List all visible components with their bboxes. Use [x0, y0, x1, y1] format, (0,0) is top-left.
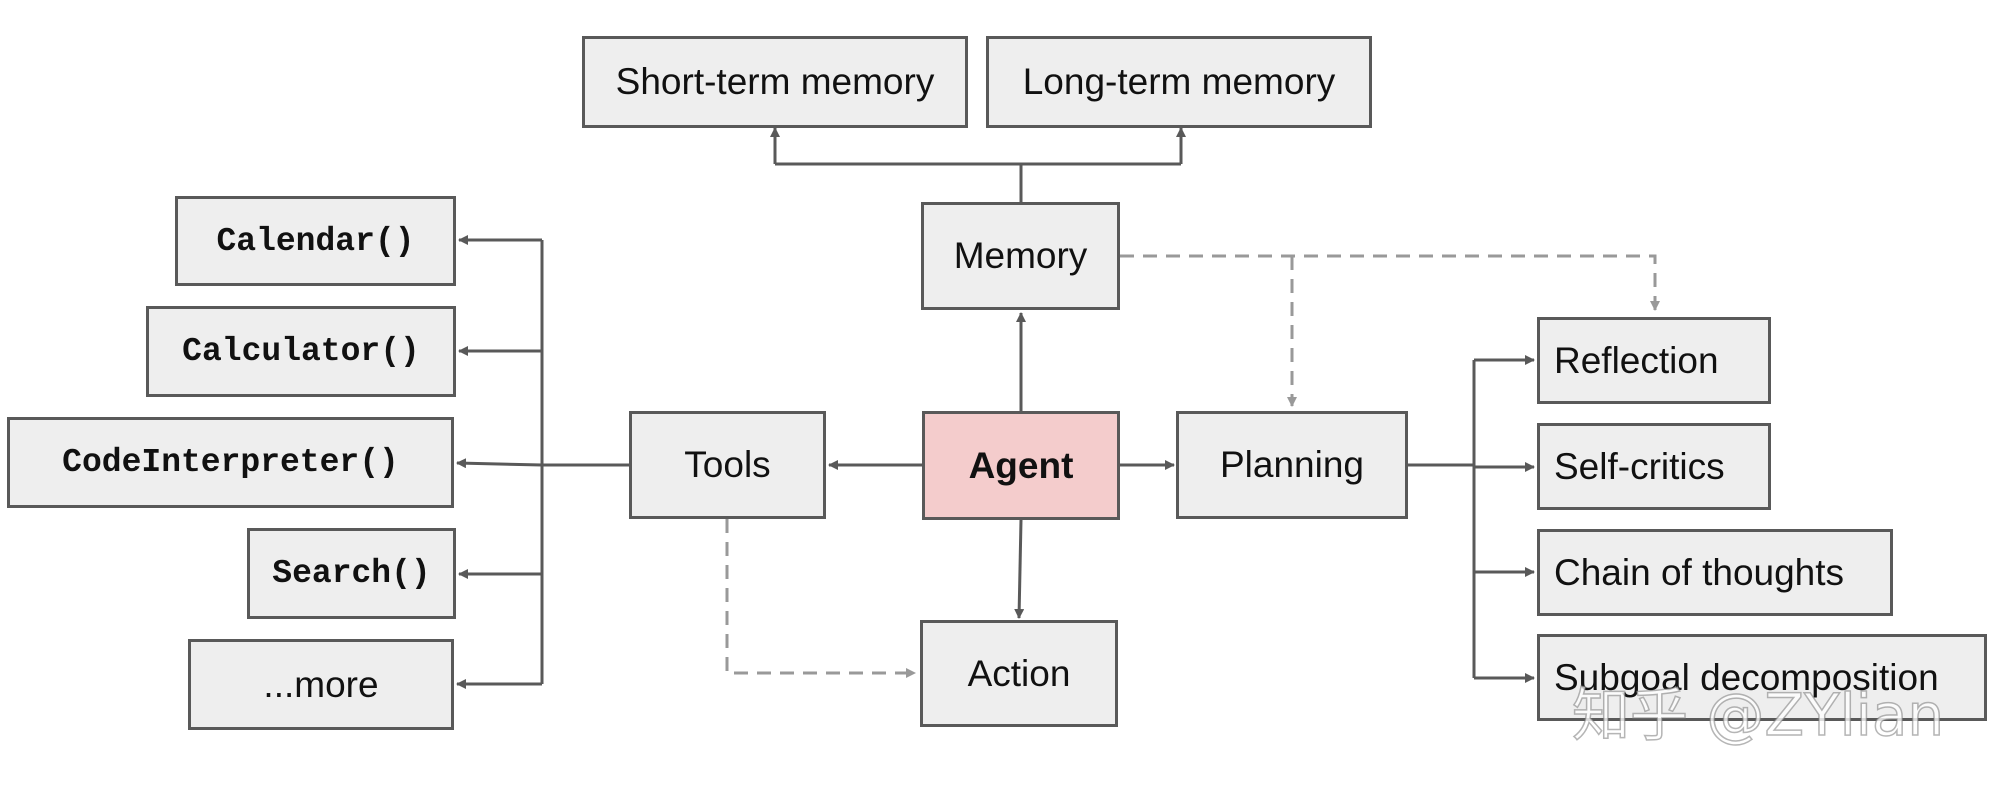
planning-node: Planning [1176, 411, 1408, 519]
agent-node: Agent [922, 411, 1120, 520]
action-node: Action [920, 620, 1118, 727]
planning-tree-connector [1408, 360, 1476, 678]
calculator-tool-node: Calculator() [146, 306, 456, 397]
short-term-memory-node: Short-term memory [582, 36, 968, 128]
dashed-tools-to-action [725, 519, 916, 678]
arrow-to-code-interpreter [456, 458, 543, 469]
search-tool-node: Search() [247, 528, 456, 619]
chain-of-thoughts-node: Chain of thoughts [1537, 529, 1893, 616]
memory-node: Memory [921, 202, 1120, 310]
dashed-memory-to-reflection [1120, 254, 1660, 311]
reflection-node: Reflection [1537, 317, 1771, 404]
more-tools-node: ...more [188, 639, 454, 730]
tools-node: Tools [629, 411, 826, 519]
calendar-tool-node: Calendar() [175, 196, 456, 286]
self-critics-node: Self-critics [1537, 423, 1771, 510]
code-interpreter-tool-node: CodeInterpreter() [7, 417, 454, 508]
memory-fork-connector [775, 162, 1181, 202]
arrow-agent-to-action [1014, 519, 1025, 619]
long-term-memory-node: Long-term memory [986, 36, 1372, 128]
subgoal-decomposition-node: Subgoal decomposition [1537, 634, 1987, 721]
tools-tree-connector [540, 240, 629, 684]
